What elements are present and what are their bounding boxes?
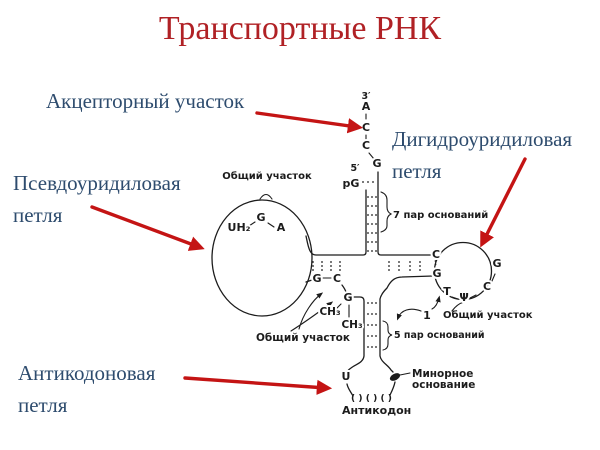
five-pairs-label: 5 пар оснований — [394, 330, 485, 341]
one-base-label: 1 — [423, 309, 431, 322]
arrow-to-acceptor-site — [255, 111, 364, 134]
common-region-bottom-label: Общий участок — [256, 332, 350, 344]
base-c2: C — [362, 139, 370, 152]
pg-pair-dots — [362, 181, 374, 183]
minor-base-label-line1: Минорное — [412, 368, 473, 380]
right-loop-psi: Ψ — [459, 291, 468, 304]
anticodon-stem-pair-dots — [367, 302, 377, 348]
minor-base-dot — [389, 373, 401, 381]
right-loop-g-bottom: G — [432, 267, 441, 280]
pointer-one-to-stem — [396, 308, 422, 321]
arrow-to-dihydrouridine-loop — [480, 157, 527, 248]
callout-acceptor-site: Акцепторный участок — [46, 89, 245, 113]
pseudouridine-loop-shape — [211, 199, 313, 317]
methyl-group-2: CH₃ — [341, 319, 362, 331]
anticodon-label: Антикодон — [342, 404, 411, 417]
acceptor-stem-pair-dots — [367, 196, 377, 252]
anticodon-bases-parens: ( ) ( ) ( ) — [351, 394, 392, 404]
callout-anticodon-loop: Антикодоновая петля — [18, 361, 156, 417]
pointer-common-bottom-to-g — [290, 301, 334, 332]
gc-pair-g: G — [312, 272, 321, 285]
arrow-to-anticodon-loop — [183, 376, 333, 395]
seven-pairs-label: 7 пар оснований — [393, 210, 488, 221]
brace-5-pairs — [382, 320, 393, 351]
dihydrouridine-loop-shape — [433, 241, 493, 301]
right-loop-c-top: C — [432, 248, 440, 261]
right-loop-pair-dots — [434, 260, 437, 269]
right-loop-c: C — [483, 280, 491, 293]
trna-backbone — [211, 113, 496, 397]
five-prime-label: 5′ — [350, 163, 360, 174]
left-loop-g: G — [256, 211, 265, 224]
common-region-right-label: Общий участок — [443, 309, 533, 321]
right-loop-g: G — [492, 257, 501, 270]
base-g: G — [372, 157, 381, 170]
diagram-text: 3′ A C C G 5′ pG 7 пар оснований 5 пар о… — [222, 89, 533, 417]
left-arm-pair-dots — [312, 261, 341, 271]
pg-label: pG — [343, 177, 360, 190]
minor-base-label-line2: основание — [412, 379, 475, 391]
base-a: A — [362, 100, 371, 113]
brace-7-pairs — [380, 191, 393, 233]
dimethyl-g: G — [343, 291, 352, 304]
arrow-to-pseudouridine-loop — [90, 205, 205, 251]
left-loop-uh2: UH₂ — [228, 221, 251, 234]
callout-pseudouridine-loop: Псевдоуридиловая петля — [13, 171, 181, 227]
callout-arrows — [90, 111, 527, 395]
pointer-one-up — [431, 295, 441, 310]
anticodon-loop-u: U — [342, 370, 351, 383]
three-prime-label: 3′ — [361, 91, 371, 102]
base-c1: C — [362, 121, 370, 134]
right-loop-t: T — [443, 285, 451, 298]
tick-common-right — [451, 301, 465, 312]
slide-title: Транспортные РНК — [158, 10, 442, 47]
callout-dihydrouridine-loop: Дигидроуридиловая петля — [392, 127, 573, 183]
minor-base-pointer-line — [399, 372, 411, 376]
left-loop-a: A — [277, 221, 286, 234]
methyl-group-1: CH₃ — [319, 306, 340, 318]
gc-pair-c: C — [333, 272, 341, 285]
right-arm-pair-dots — [388, 261, 421, 271]
chevron-common-top — [259, 193, 273, 200]
common-region-top-label: Общий участок — [222, 170, 312, 182]
diagram-pointers — [259, 193, 465, 376]
